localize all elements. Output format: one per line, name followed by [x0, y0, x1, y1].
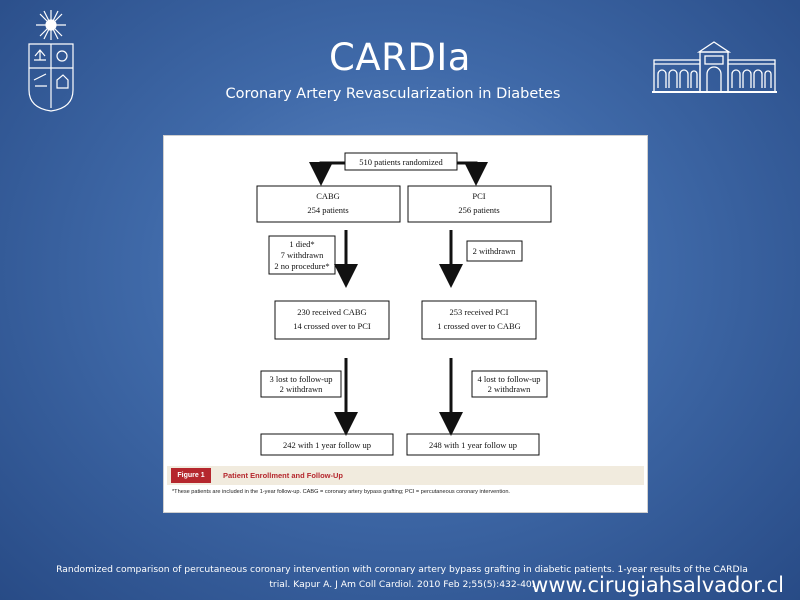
pci-group-box: [407, 185, 552, 223]
cabg-lost-box: [260, 370, 342, 398]
pci-exclusion-withdrawn: 2 withdrawn: [473, 246, 516, 256]
slide-title: CARDIa: [329, 36, 471, 79]
enrollment-flowchart-figure: 510 patients randomized CABG 254 patient…: [163, 135, 648, 513]
pci-received-box: [421, 300, 537, 340]
pci-lost-label: 4 lost to follow-up: [477, 374, 540, 384]
cabg-group-box: [256, 185, 401, 223]
cabg-lost-label: 3 lost to follow-up: [269, 374, 332, 384]
randomized-label: 510 patients randomized: [359, 157, 443, 167]
figure-caption-bar: Figure 1 Patient Enrollment and Follow-U…: [167, 466, 644, 485]
pci-final-box: [406, 433, 540, 456]
cabg-received-box: [274, 300, 390, 340]
pci-crossover-label: 1 crossed over to CABG: [437, 321, 521, 331]
pci-received-label: 253 received PCI: [449, 307, 508, 317]
cabg-crossover-label: 14 crossed over to PCI: [293, 321, 371, 331]
cabg-group-label: CABG: [316, 191, 340, 201]
pci-lost-box: [471, 370, 548, 398]
figure-number-tag: Figure 1: [171, 468, 211, 483]
cabg-exclusion-withdrawn: 7 withdrawn: [281, 250, 324, 260]
website-url: www.cirugiahsalvador.cl: [531, 573, 784, 597]
university-crest-icon: [28, 10, 74, 112]
cabg-received-label: 230 received CABG: [297, 307, 366, 317]
cabg-exclusion-no-procedure: 2 no procedure*: [274, 261, 329, 271]
pci-group-count: 256 patients: [458, 205, 499, 215]
citation-reference: Randomized comparison of percutaneous co…: [40, 562, 764, 592]
branch-connector-left: [309, 161, 345, 186]
branch-connector-right: [457, 161, 488, 186]
cabg-lost-withdrawn: 2 withdrawn: [280, 384, 323, 394]
pci-group-label: PCI: [472, 191, 485, 201]
figure-caption-title: Patient Enrollment and Follow-Up: [223, 471, 343, 480]
cabg-exclusion-box: [268, 235, 336, 275]
citation-line-1: Randomized comparison of percutaneous co…: [56, 564, 748, 575]
building-facade-icon: [652, 41, 777, 93]
figure-footnote: *These patients are included in the 1-ye…: [172, 489, 510, 495]
slide-subtitle: Coronary Artery Revascularization in Dia…: [225, 86, 561, 102]
cabg-final-box: [260, 433, 394, 456]
cabg-group-count: 254 patients: [307, 205, 348, 215]
citation-line-2: trial. Kapur A. J Am Coll Cardiol. 2010 …: [269, 579, 535, 590]
pci-lost-withdrawn: 2 withdrawn: [488, 384, 531, 394]
cabg-final-label: 242 with 1 year follow up: [283, 440, 371, 450]
cabg-exclusion-died: 1 died*: [289, 239, 314, 249]
pci-final-label: 248 with 1 year follow up: [429, 440, 517, 450]
flowchart-diagram: 510 patients randomized CABG 254 patient…: [256, 152, 552, 456]
pci-exclusion-box: [466, 240, 523, 262]
